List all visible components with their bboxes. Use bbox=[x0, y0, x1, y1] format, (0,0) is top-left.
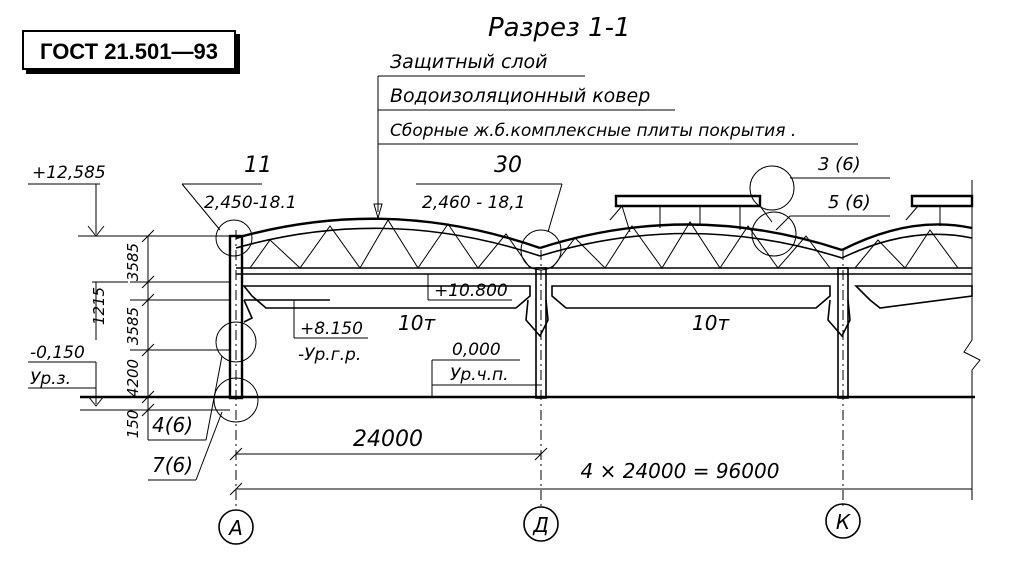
elevation-ground: -0,150 bbox=[30, 343, 85, 363]
elevation-gallery-note: -Ур.г.р. bbox=[298, 345, 361, 365]
standard-label: ГОСТ 21.501—93 bbox=[22, 30, 236, 70]
elevation-crane: +10.800 bbox=[434, 281, 508, 301]
callout-protective-layer: Защитный слой bbox=[390, 51, 548, 73]
callout-waterproofing: Водоизоляционный ковер bbox=[390, 85, 650, 107]
span-dimensions: 24000 4 × 24000 = 96000 bbox=[229, 427, 972, 496]
crane-capacity-2: 10т bbox=[692, 311, 730, 335]
dim-4200: 4200 bbox=[124, 359, 142, 397]
dim-3585-top: 3585 bbox=[124, 243, 142, 281]
axis-label-a: А bbox=[227, 516, 243, 540]
break-line bbox=[963, 180, 981, 500]
span-total: 4 × 24000 = 96000 bbox=[581, 459, 780, 483]
axis-label-d: Д bbox=[532, 513, 549, 537]
node-reference-circles: 3 (6) 5 (6) 4(6) 7(6) bbox=[148, 154, 890, 481]
axis-bubbles: А Д К bbox=[218, 503, 861, 545]
elevation-ground-note: Ур.з. bbox=[30, 369, 71, 389]
dim-150: 150 bbox=[124, 410, 142, 439]
section-title: Разрез 1-1 bbox=[488, 13, 631, 43]
truss-mark-code-2: 30 bbox=[494, 153, 522, 178]
truss-mark-code-1: 11 bbox=[244, 153, 272, 178]
truss-mark-spec-2: 2,460 - 18,1 bbox=[422, 193, 525, 213]
elevation-gallery: +8.150 bbox=[300, 319, 363, 339]
axis-label-k: К bbox=[836, 510, 851, 534]
node-ref-7-6: 7(6) bbox=[152, 453, 193, 477]
vertical-dimension-chain: 3585 1215 3585 4200 150 bbox=[78, 229, 230, 440]
truss-mark-spec-1: 2,450-18.1 bbox=[204, 193, 297, 213]
layer-callouts: Защитный слой Водоизоляционный ковер Сбо… bbox=[373, 51, 858, 220]
elevation-floor-note: Ур.ч.п. bbox=[450, 365, 509, 385]
node-ref-5-6: 5 (6) bbox=[828, 192, 871, 213]
elevation-floor: 0,000 bbox=[452, 340, 501, 360]
elevation-marks: +12,585 +10.800 +8.150 -Ур.г.р. 0,000 Ур… bbox=[28, 163, 540, 407]
callout-roof-slabs: Сборные ж.б.комплексные плиты покрытия . bbox=[390, 121, 796, 141]
dim-1215: 1215 bbox=[90, 287, 108, 325]
node-ref-3-6: 3 (6) bbox=[818, 154, 861, 175]
dim-3585-mid: 3585 bbox=[124, 307, 142, 345]
span-single: 24000 bbox=[353, 427, 423, 452]
crane-capacity-1: 10т bbox=[398, 311, 436, 335]
node-ref-4-6: 4(6) bbox=[152, 413, 193, 437]
roof-trusses bbox=[235, 194, 974, 275]
elevation-top: +12,585 bbox=[32, 163, 106, 183]
truss-marks: 11 2,450-18.1 30 2,460 - 18,1 bbox=[181, 153, 563, 233]
